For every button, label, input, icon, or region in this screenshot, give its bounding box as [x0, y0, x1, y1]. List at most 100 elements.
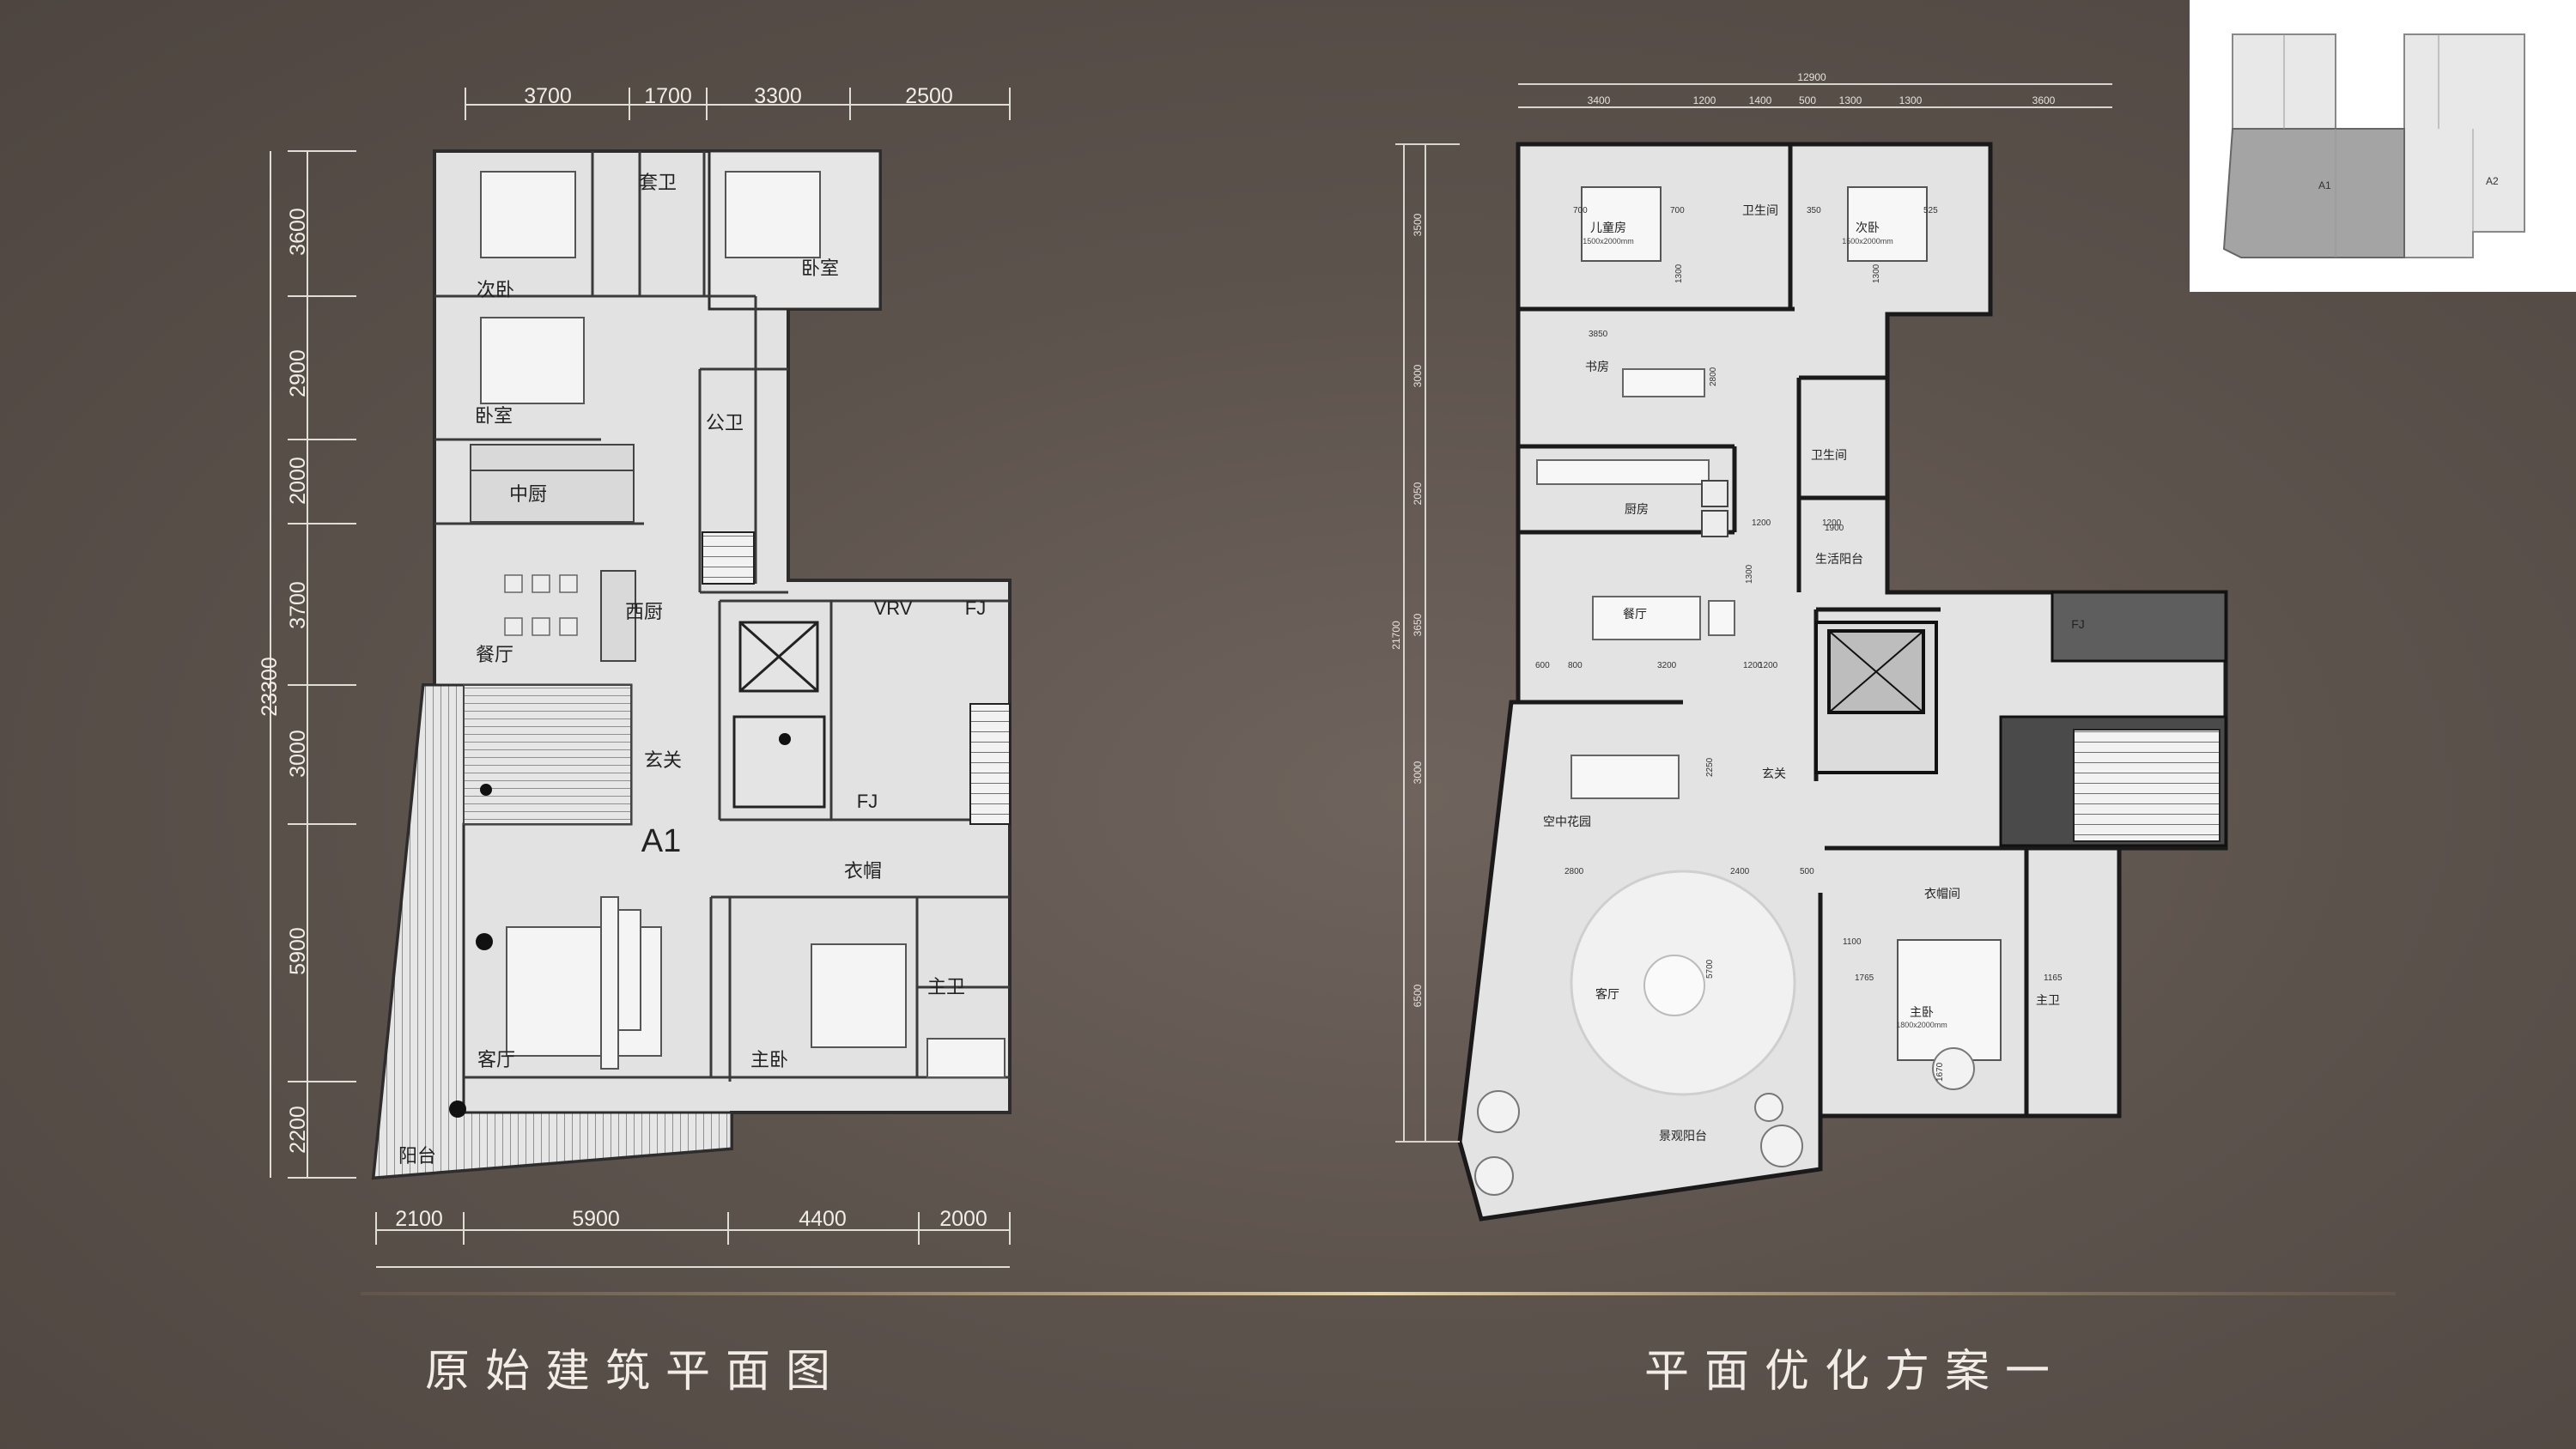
r-left-dim-1: 3500	[1412, 213, 1424, 236]
r-top-dim-7: 3600	[2032, 94, 2056, 106]
r-room-fj: FJ	[2071, 617, 2085, 631]
left-dim-4: 3700	[286, 581, 310, 629]
r-room-view-balcony: 景观阳台	[1659, 1129, 1707, 1143]
r-room-kids: 儿童房	[1590, 221, 1626, 234]
divider-line	[361, 1292, 2396, 1295]
bottom-dim-1: 2100	[395, 1207, 443, 1231]
r-room-bath-top: 卫生间	[1742, 203, 1778, 217]
bottom-dim-3: 4400	[799, 1207, 847, 1231]
room-bedroom-mid: 卧室	[475, 405, 513, 427]
r-top-dim-5: 1300	[1839, 94, 1862, 106]
r-inner-dim: 1200	[1743, 661, 1763, 670]
r-inner-dim: 600	[1535, 661, 1550, 670]
top-dim-3: 3300	[754, 84, 802, 108]
r-room-living: 客厅	[1595, 987, 1619, 1001]
room-second-bedroom: 次卧	[477, 279, 514, 300]
r-top-dim-3: 1400	[1749, 94, 1772, 106]
left-dim-2: 2900	[286, 349, 310, 397]
bottom-dim-2: 5900	[572, 1207, 620, 1231]
room-master-bedroom: 主卧	[750, 1049, 788, 1070]
r-inner-dim: 350	[1807, 206, 1821, 215]
room-living: 客厅	[477, 1049, 515, 1070]
r-top-dim-1: 3400	[1588, 94, 1611, 106]
r-inner-dim: 1200	[1759, 661, 1778, 670]
room-western-kitchen: 西厨	[625, 601, 663, 622]
r-top-dim-4: 500	[1799, 94, 1816, 106]
r-bed-second: 1500x2000mm	[1842, 237, 1893, 246]
r-inner-dim: 1670	[1935, 1062, 1945, 1082]
r-left-dim-4: 3650	[1412, 613, 1424, 636]
left-dim-1: 3600	[286, 208, 310, 256]
optimized-floor-plan: 12900 3400 1200 1400 500 1300 1300 3600 …	[1390, 71, 2228, 1222]
left-dim-5: 3000	[286, 730, 310, 778]
r-inner-dim: 1165	[2044, 973, 2063, 983]
r-inner-dim: 1100	[1843, 937, 1862, 947]
room-cloakroom: 衣帽	[844, 860, 882, 882]
top-dim-4: 2500	[905, 84, 953, 108]
r-inner-dim: 500	[1800, 867, 1814, 876]
r-inner-dim: 700	[1670, 206, 1685, 215]
unit-label-a1: A1	[641, 823, 681, 859]
r-inner-dim: 1200	[1822, 518, 1842, 528]
r-inner-dim: 1300	[1745, 564, 1754, 584]
r-inner-dim: 1300	[1674, 264, 1684, 283]
left-dim-6: 5900	[286, 927, 310, 975]
room-vrv: VRV	[874, 597, 913, 619]
room-dining: 餐厅	[476, 644, 513, 665]
key-plan-thumbnail: A1 A2	[2190, 0, 2576, 292]
left-dim-7: 2200	[286, 1106, 310, 1154]
r-top-dim-2: 1200	[1693, 94, 1716, 106]
room-foyer: 玄关	[644, 749, 682, 771]
room-balcony: 阳台	[398, 1145, 436, 1167]
r-inner-dim: 700	[1573, 206, 1588, 215]
total-dim: 23300	[258, 657, 282, 717]
key-plan-a2: A2	[2486, 175, 2499, 187]
r-left-dim-2: 3000	[1412, 364, 1424, 387]
r-left-dim-3: 2050	[1412, 482, 1424, 505]
r-room-study: 书房	[1585, 360, 1609, 373]
r-inner-dim: 3850	[1589, 330, 1608, 339]
r-room-kitchen: 厨房	[1625, 502, 1649, 516]
room-public-bath: 公卫	[706, 412, 744, 433]
room-bedroom-top: 卧室	[801, 258, 839, 279]
r-room-second-bedroom: 次卧	[1856, 221, 1880, 234]
caption-original-plan: 原始建筑平面图	[425, 1346, 847, 1397]
r-inner-dim: 2800	[1709, 367, 1718, 386]
r-inner-dim: 2400	[1730, 867, 1750, 876]
r-inner-dim: 1900	[1825, 524, 1844, 533]
r-inner-dim: 525	[1923, 206, 1938, 215]
top-dim-2: 1700	[644, 84, 692, 108]
bottom-dim-4: 2000	[939, 1207, 987, 1231]
r-room-master-bath: 主卫	[2036, 993, 2060, 1007]
r-top-total: 12900	[1797, 71, 1826, 83]
r-room-service-balcony: 生活阳台	[1815, 552, 1863, 566]
room-chinese-kitchen: 中厨	[509, 483, 547, 505]
r-inner-dim: 1200	[1752, 518, 1771, 528]
top-dim-1: 3700	[524, 84, 572, 108]
r-left-dim-6: 6500	[1412, 984, 1424, 1007]
original-floor-plan: 3700 1700 3300 2500 2100 5900 4400 2000 …	[258, 84, 1012, 1268]
r-inner-dim: 5700	[1705, 959, 1715, 979]
r-inner-dim: 800	[1568, 661, 1583, 670]
r-inner-dim: 1300	[1872, 264, 1881, 283]
r-top-dim-6: 1300	[1899, 94, 1923, 106]
r-inner-dim: 2250	[1705, 757, 1715, 777]
r-bed-master: 1800x2000mm	[1896, 1021, 1947, 1029]
r-inner-dim: 1765	[1855, 973, 1874, 983]
room-fj-top: FJ	[965, 597, 986, 619]
r-left-total: 21700	[1390, 621, 1402, 650]
room-master-bath: 主卫	[927, 976, 965, 997]
r-room-cloakroom: 衣帽间	[1924, 887, 1960, 900]
r-inner-dim: 2800	[1564, 867, 1584, 876]
left-dim-3: 2000	[286, 457, 310, 505]
r-room-sky-garden: 空中花园	[1543, 815, 1591, 828]
r-bed-kids: 1500x2000mm	[1583, 237, 1634, 246]
room-ensuite-bath: 套卫	[639, 172, 677, 193]
r-room-dining: 餐厅	[1623, 607, 1647, 621]
room-fj-bottom: FJ	[857, 791, 878, 812]
caption-optimized-plan: 平面优化方案一	[1644, 1346, 2066, 1397]
r-room-master-bedroom: 主卧	[1910, 1005, 1934, 1019]
r-room-foyer: 玄关	[1762, 767, 1786, 780]
r-inner-dim: 3200	[1657, 661, 1677, 670]
